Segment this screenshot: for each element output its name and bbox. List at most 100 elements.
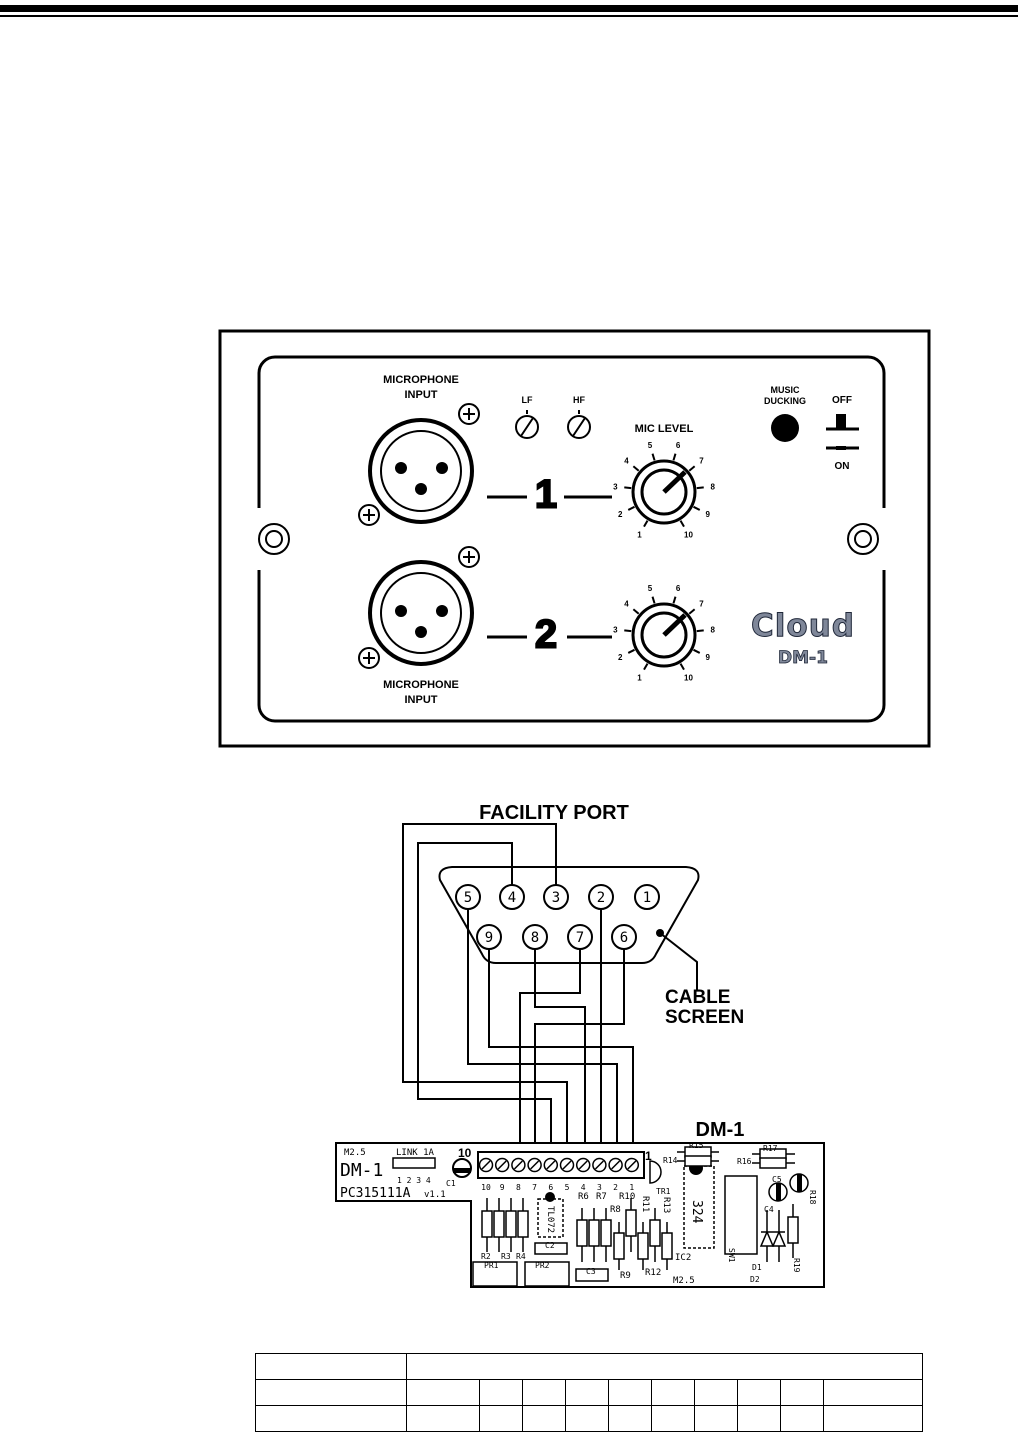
dial-tick <box>627 505 635 511</box>
c3-capacitor <box>575 1268 609 1282</box>
dial-scale-label: 7 <box>699 600 704 609</box>
pcb-r9: R9 <box>620 1271 631 1281</box>
resistors-r2-r4 <box>481 1198 529 1252</box>
cable-screen-line-2: SCREEN <box>665 1007 744 1028</box>
table-cell <box>406 1405 480 1432</box>
pin-1-label: 1 <box>643 890 651 906</box>
pin-9-label: 9 <box>485 930 493 946</box>
resistor-r16 <box>752 1157 795 1169</box>
pcb-r17: R17 <box>763 1144 778 1153</box>
pin-8-label: 8 <box>531 930 539 946</box>
terminal-screws <box>478 1157 640 1173</box>
dial-scale-label: 10 <box>684 530 693 539</box>
pcb-name: DM-1 <box>340 1160 383 1181</box>
table-cell <box>406 1353 923 1380</box>
table-cell <box>479 1405 523 1432</box>
pcb-r19: R19 <box>792 1258 801 1273</box>
c1-capacitor <box>452 1158 472 1178</box>
pcb-r18: R18 <box>808 1190 817 1205</box>
pcb-tl072: TL072 <box>545 1206 555 1233</box>
pin-2-label: 2 <box>597 890 605 906</box>
front-panel: MICROPHONE INPUT MICROPHONE INPUT LF HF … <box>218 329 931 748</box>
screw-icon <box>358 647 380 669</box>
dial-tick <box>672 596 677 604</box>
mic-input-2-line-1: MICROPHONE <box>383 679 459 691</box>
terminal-slot <box>578 1160 588 1170</box>
terminal-number: 1 <box>629 1183 634 1192</box>
music-ducking-line-1: MUSIC <box>771 385 801 395</box>
pcb-r14: R14 <box>663 1156 678 1165</box>
pcb-r4: R4 <box>516 1252 526 1261</box>
table-cell <box>651 1405 695 1432</box>
dial-scale-label: 8 <box>710 482 715 491</box>
pcb-d1: D1 <box>752 1263 762 1272</box>
pcb-ic324: 324 <box>689 1200 704 1224</box>
dial-tick <box>693 648 701 654</box>
header-rule-thin <box>0 15 1018 17</box>
pcb-sw1: SW1 <box>727 1248 736 1263</box>
pcb-link-label: LINK 1A <box>396 1148 435 1158</box>
dial-scale-label: 3 <box>613 625 618 634</box>
cable-screen-leader <box>659 932 698 990</box>
pr1-preset <box>472 1261 518 1287</box>
resistor-r14 <box>677 1155 719 1167</box>
table-cell <box>608 1379 652 1406</box>
board-title: DM-1 <box>696 1119 745 1141</box>
dial-tick <box>643 663 649 671</box>
dial-scale-label: 9 <box>706 653 711 662</box>
dial-tick <box>688 465 696 472</box>
pcb-board: M2.5 DM-1 LINK 1A 1 2 3 4 PC315111A v1.1… <box>335 1141 825 1288</box>
dial-scale-label: 2 <box>618 510 623 519</box>
dial-scale-label: 2 <box>618 653 623 662</box>
pcb-d2: D2 <box>750 1275 760 1284</box>
screw-icon <box>358 504 380 526</box>
terminal-number: 3 <box>597 1183 602 1192</box>
diode-d2 <box>771 1210 787 1262</box>
pcb-r11: R11 <box>640 1196 650 1212</box>
table-cell <box>522 1405 566 1432</box>
dial-tick <box>693 505 701 511</box>
table-cell <box>406 1379 480 1406</box>
dial-tick <box>696 629 704 633</box>
mic-input-2-line-2: INPUT <box>405 694 438 706</box>
table-cell <box>565 1379 609 1406</box>
tl072-pin1-dot <box>545 1192 555 1202</box>
pcb-pr2: PR2 <box>535 1261 550 1270</box>
model-label: DM-1 <box>778 648 828 668</box>
on-label: ON <box>835 461 850 472</box>
pcb-r12: R12 <box>645 1268 661 1278</box>
wiring-traces <box>402 823 634 1153</box>
table-cell <box>694 1405 738 1432</box>
dial-scale-label: 6 <box>676 441 681 450</box>
pcb-c3: C3 <box>586 1267 596 1276</box>
pin-3-label: 3 <box>552 890 560 906</box>
table-cell <box>694 1379 738 1406</box>
table-cell <box>737 1379 781 1406</box>
table-row <box>255 1379 923 1406</box>
panel-plate <box>218 329 931 748</box>
cable-screen-line-1: CABLE <box>665 987 730 1008</box>
wire-pin4 <box>417 842 552 1153</box>
terminal-slot <box>497 1160 507 1170</box>
table-row <box>255 1353 923 1380</box>
ducking-switch-icon <box>826 414 859 450</box>
pcb-c5: C5 <box>772 1175 782 1184</box>
lf-label: LF <box>522 395 533 405</box>
pcb-r15: R15 <box>689 1141 704 1150</box>
pcb-r16: R16 <box>737 1157 752 1166</box>
table-cell <box>780 1379 824 1406</box>
table-cell <box>823 1405 923 1432</box>
wire-pin7 <box>519 949 581 1153</box>
pcb-r13: R13 <box>661 1197 671 1213</box>
tr1-transistor <box>649 1160 662 1184</box>
dial-scale-label: 1 <box>637 673 642 682</box>
table-cell <box>255 1353 407 1380</box>
c5-capacitor <box>768 1182 788 1202</box>
pcb-one: 1 <box>645 1149 652 1163</box>
terminal-number: 10 <box>481 1183 491 1192</box>
pin-4-label: 4 <box>508 890 516 906</box>
terminal-slot <box>611 1160 621 1170</box>
hf-label: HF <box>573 395 585 405</box>
hf-trimmer-icon <box>567 410 591 439</box>
